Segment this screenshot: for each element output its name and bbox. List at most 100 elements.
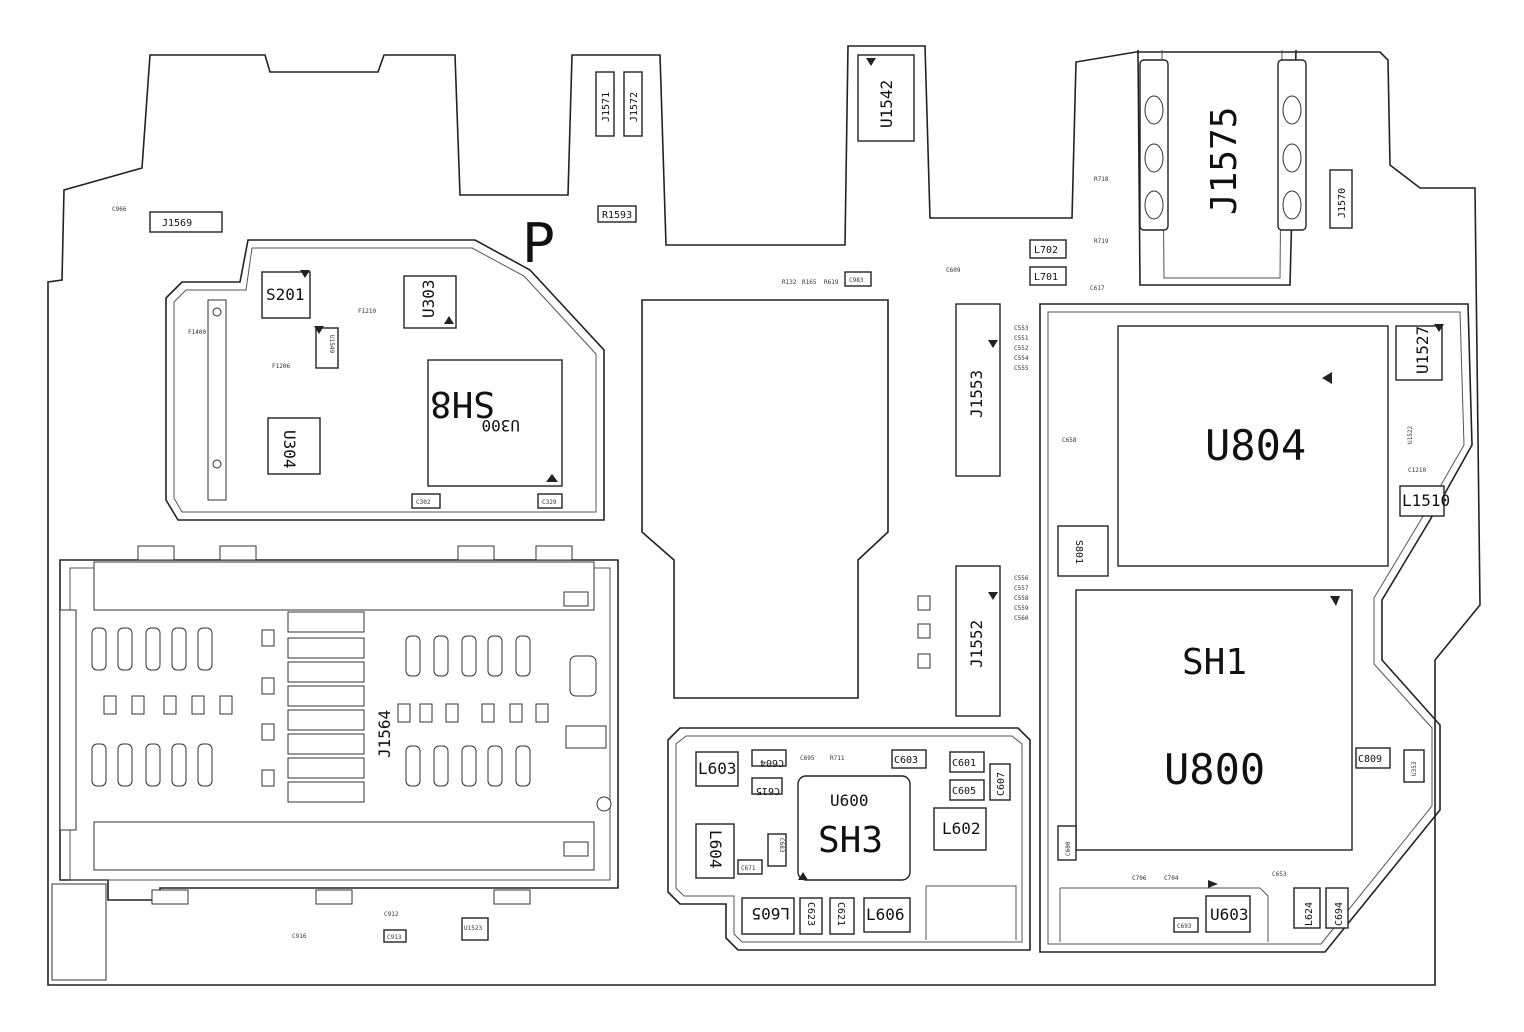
j1572-connector: J1572 <box>623 71 643 137</box>
c601-label: C601 <box>952 758 976 769</box>
c600-label: C600 <box>1065 841 1072 856</box>
j1571-connector: J1571 <box>595 71 615 137</box>
r132-label: R132 <box>782 279 797 286</box>
sim-contact-pads-right <box>397 635 607 787</box>
c603-label: C603 <box>894 755 918 766</box>
j1564-sim-tray: J1564 <box>59 545 619 905</box>
c605-label: C605 <box>952 786 976 797</box>
sim-contact-pads-middle <box>261 611 365 803</box>
u1542-label: U1542 <box>877 80 896 128</box>
u353-label: U353 <box>1411 761 1418 776</box>
small-caps-column: C553 C551 C552 C554 C555 C556 C557 C558 … <box>1014 325 1029 622</box>
c621-label: C621 <box>835 902 846 926</box>
j1569-connector: J1569 <box>149 211 223 233</box>
s201-label: S201 <box>266 285 305 304</box>
svg-text:C555: C555 <box>1014 365 1029 372</box>
c809-label: C809 <box>1358 754 1382 765</box>
j1575-connector: J1575 <box>1137 49 1307 286</box>
j1570-label: J1570 <box>1337 188 1348 218</box>
sim-contact-pads-left <box>91 627 233 787</box>
j1553-label: J1553 <box>967 370 986 418</box>
c683-label: C683 <box>778 838 785 853</box>
c617-label: C617 <box>1090 285 1105 292</box>
l1510-label: L1510 <box>1402 491 1450 510</box>
c706-label: C706 <box>1132 875 1147 882</box>
j1552-label: J1552 <box>967 620 986 668</box>
j1575-label: J1575 <box>1204 107 1245 215</box>
c607-label: C607 <box>996 772 1007 796</box>
u1542-chip: U1542 <box>857 54 915 142</box>
svg-text:C558: C558 <box>1014 595 1029 602</box>
l624-label: L624 <box>1304 902 1315 926</box>
j1571-label: J1571 <box>601 92 612 122</box>
sh8-label: SH8 <box>430 383 495 424</box>
c302-label: C302 <box>416 499 431 506</box>
sh3-label: SH3 <box>818 820 883 861</box>
r619-label: R619 <box>824 279 839 286</box>
f1400-label: F1400 <box>188 329 206 336</box>
s801-label: S801 <box>1073 540 1084 564</box>
l604-label: L604 <box>706 830 725 869</box>
c693-label: C693 <box>1177 923 1192 930</box>
c329-label: C329 <box>542 499 557 506</box>
l702-inductor: L702 <box>1029 239 1067 259</box>
j1552-connector: J1552 <box>955 565 1001 717</box>
u1527-label: U1527 <box>1413 326 1432 374</box>
r1593-label: R1593 <box>602 210 632 221</box>
u1522-label: U1522 <box>1407 426 1414 444</box>
l602-label: L602 <box>942 819 981 838</box>
f1206-label: F1206 <box>272 363 290 370</box>
sh1-label: SH1 <box>1182 642 1247 683</box>
c912-label: C912 <box>384 911 399 918</box>
l603-label: L603 <box>698 759 737 778</box>
u600-label: U600 <box>830 791 869 810</box>
j1570-connector: J1570 <box>1329 169 1353 229</box>
sh3-shield: U600 SH3 L603 L604 L605 L606 L602 C603 C… <box>667 727 1031 951</box>
j1572-label: J1572 <box>629 92 640 122</box>
u1549-label: U1549 <box>328 335 335 353</box>
sh1-shield: U804 SH1 U800 U1527 L1510 U1522 C1210 S8… <box>1039 303 1473 953</box>
j1553-connector: J1553 <box>955 303 1001 477</box>
c658-label: C658 <box>1062 437 1077 444</box>
c609-label: C609 <box>946 267 961 274</box>
r165-label: R165 <box>802 279 817 286</box>
c653-label: C653 <box>1272 871 1287 878</box>
svg-text:C560: C560 <box>1014 615 1029 622</box>
svg-text:C557: C557 <box>1014 585 1029 592</box>
u1523-label: U1523 <box>464 925 482 932</box>
sh8-shield: SH8 U300 S201 U303 U304 U1549 C302 C329 … <box>165 239 605 521</box>
c913-label: C913 <box>387 934 402 941</box>
u303-label: U303 <box>419 279 438 318</box>
c671-label: C671 <box>741 865 756 872</box>
r718-label: R718 <box>1094 176 1109 183</box>
j1569-label: J1569 <box>162 218 192 229</box>
l701-inductor: L701 <box>1029 266 1067 286</box>
r711-label: R711 <box>830 755 845 762</box>
u300-label: U300 <box>481 416 520 435</box>
u804-label: U804 <box>1205 421 1306 470</box>
svg-text:C553: C553 <box>1014 325 1029 332</box>
c983-label: C983 <box>849 277 864 284</box>
l701-label: L701 <box>1034 272 1058 283</box>
f1210-label: F1210 <box>358 308 376 315</box>
r719-label: R719 <box>1094 238 1109 245</box>
c916-label: C916 <box>292 933 307 940</box>
central-cutout <box>641 299 889 699</box>
u304-label: U304 <box>280 430 299 469</box>
c694-label: C694 <box>1334 902 1345 926</box>
u800-label: U800 <box>1164 745 1265 794</box>
board-outline <box>47 45 1481 986</box>
c615-label: C615 <box>756 785 780 796</box>
l605-label: L605 <box>751 904 790 923</box>
l702-label: L702 <box>1034 245 1058 256</box>
svg-text:C551: C551 <box>1014 335 1029 342</box>
board-marker-p: P <box>522 212 555 275</box>
svg-text:C559: C559 <box>1014 605 1029 612</box>
svg-text:C552: C552 <box>1014 345 1029 352</box>
l606-label: L606 <box>866 905 905 924</box>
svg-text:C554: C554 <box>1014 355 1029 362</box>
svg-text:C556: C556 <box>1014 575 1029 582</box>
c966-label: C966 <box>112 206 127 213</box>
c1210-label: C1210 <box>1408 467 1426 474</box>
